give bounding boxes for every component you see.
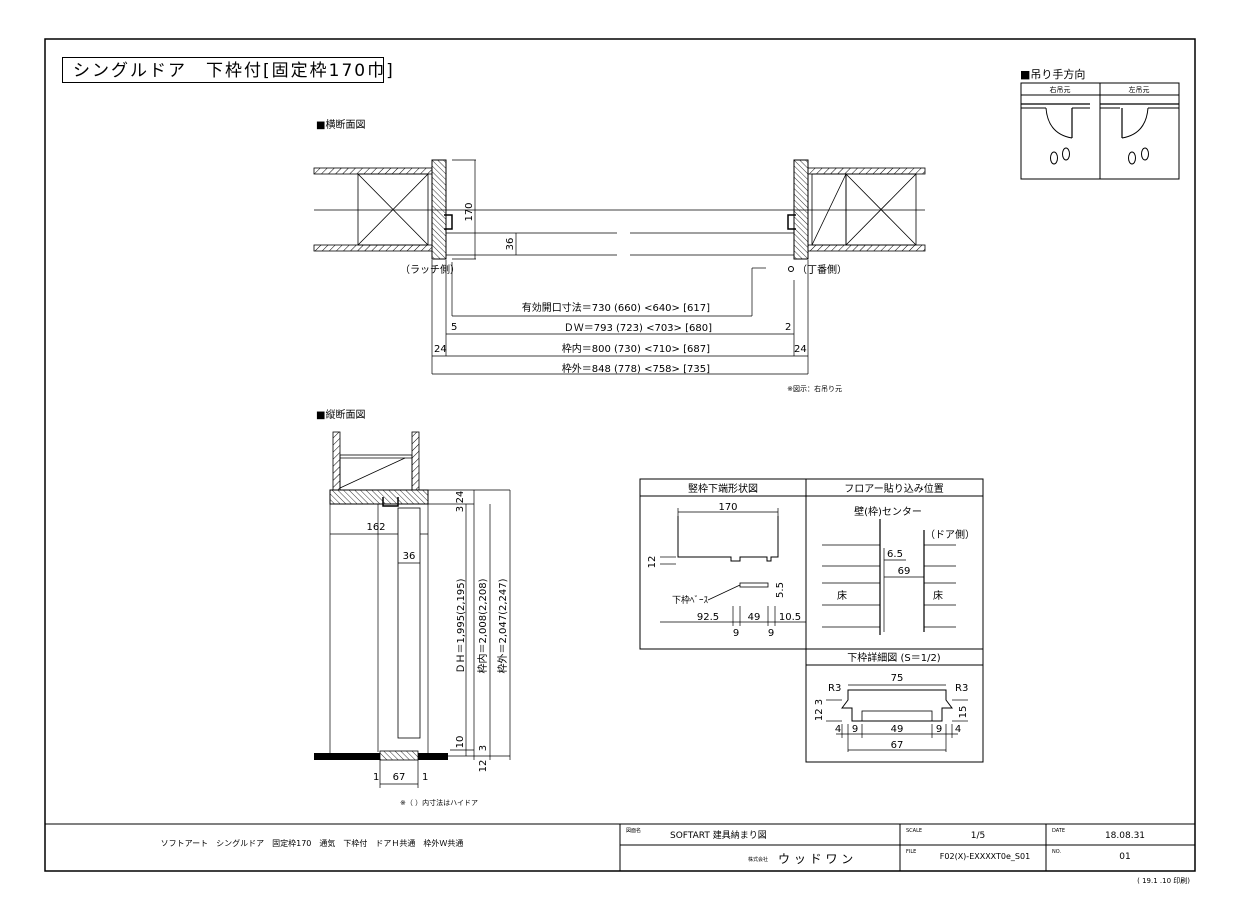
shape-dim-9b: 9	[768, 628, 774, 639]
page-title: シングルドア 下枠付[固定枠170巾]	[62, 57, 393, 83]
hanging-heading: ■吊り手方向	[1020, 67, 1085, 81]
dim-3: 3	[455, 506, 466, 512]
product-description: ソフトアート シングルドア 固定枠170 通気 下枠付 ドアＨ共通 枠外Ｗ共通	[161, 838, 464, 848]
file-label: FILE	[906, 849, 916, 855]
door-side-label: （ドア側）	[925, 528, 975, 541]
hinge-icon	[788, 266, 794, 272]
gap-right-label: 2	[785, 322, 791, 333]
frame-left-label: 24	[434, 344, 447, 355]
drawing-name: SOFTART 建具納まり図	[670, 829, 767, 841]
dim-3b: 3	[478, 745, 489, 751]
shape-dim-170: 170	[718, 502, 737, 513]
floor-position-heading: フロアー貼り込み位置	[844, 482, 943, 495]
hanging-left-label: 左吊元	[1129, 85, 1150, 94]
sill-detail-heading: 下枠詳細図 (S＝1/2)	[847, 651, 941, 664]
sill-dim-75: 75	[891, 673, 904, 684]
date-value: 18.08.31	[1105, 831, 1145, 841]
vertical-outer-dimension: 枠外＝2,047(2,247)	[496, 578, 509, 673]
number-label: NO.	[1052, 849, 1061, 855]
hanging-direction-panel: ■吊り手方向 右吊元 左吊元	[1020, 67, 1180, 180]
floor-dim-6-5: 6.5	[887, 549, 903, 560]
shape-dim-49: 49	[748, 612, 761, 623]
hanging-right-label: 右吊元	[1050, 85, 1071, 94]
frame-depth-label: 170	[464, 202, 475, 221]
detail-panels: 竪枠下端形状図 170 12 下枠ﾍﾞｰｽ 5.5 92.5 49 10.5 9…	[639, 478, 984, 763]
floor-left-label: 床	[837, 589, 847, 602]
hinge-side-label: （丁番側）	[797, 263, 847, 276]
sill-radius-right: R3	[955, 683, 968, 694]
sill-base-label: 下枠ﾍﾞｰｽ	[672, 594, 709, 606]
frame-shape-heading: 竪枠下端形状図	[688, 482, 758, 495]
sill-dim-9b: 9	[936, 724, 942, 735]
dim-1a: 1	[373, 772, 379, 783]
dim-1b: 1	[422, 772, 428, 783]
date-label: DATE	[1052, 828, 1065, 834]
sill-dim-9a: 9	[852, 724, 858, 735]
horizontal-note: ※図示：右吊り元	[787, 384, 842, 393]
drawing-label: 図面名	[626, 827, 641, 834]
vertical-inner-dimension: 枠内＝2,008(2,208)	[476, 578, 489, 673]
sill-dim-12-3: 12 3	[814, 699, 825, 721]
frame-right-label: 24	[794, 344, 807, 355]
dim-10: 10	[455, 736, 466, 749]
scale-label: SCALE	[906, 828, 922, 834]
frame-outer-dimension: 枠外＝848 (778) <758> [735]	[562, 362, 710, 375]
sheet-border	[44, 38, 1196, 872]
sill-dim-67: 67	[891, 740, 904, 751]
frame-inner-dimension: 枠内＝800 (730) <710> [687]	[562, 342, 710, 355]
floor-right-label: 床	[933, 589, 943, 602]
dim-12: 12	[478, 760, 489, 773]
opening-dimension: 有効開口寸法＝730 (660) <640> [617]	[522, 301, 710, 314]
dim-162: 162	[366, 522, 385, 533]
shape-dim-10-5: 10.5	[779, 612, 801, 623]
company-prefix: 株式会社	[748, 856, 768, 863]
latch-side-label: （ラッチ側）	[400, 263, 460, 276]
sill-radius-left: R3	[828, 683, 841, 694]
sill-dim-49: 49	[891, 724, 904, 735]
dim-67: 67	[393, 772, 406, 783]
shape-dim-92-5: 92.5	[697, 612, 719, 623]
vertical-note: ※（ ）内寸法はハイドア	[400, 798, 478, 807]
vertical-section: ■縦断面図 162 36 3 24 ＤＨ＝1,995(2,195) 枠内＝2,0…	[314, 408, 511, 807]
horizontal-heading: ■横断面図	[316, 118, 365, 131]
shape-dim-12: 12	[647, 556, 658, 569]
sill-dim-4b: 4	[955, 724, 961, 735]
sill-dim-4a: 4	[835, 724, 841, 735]
horizontal-section: ■横断面図 170 36 （ラッチ側） （丁番側）	[313, 118, 926, 393]
footprint-icon	[1050, 147, 1070, 165]
wall-center-label: 壁(枠)センター	[854, 505, 922, 518]
dh-dimension: ＤＨ＝1,995(2,195)	[456, 578, 467, 673]
number-value: 01	[1119, 852, 1130, 862]
vertical-heading: ■縦断面図	[316, 408, 365, 421]
title-block: ソフトアート シングルドア 固定枠170 通気 下枠付 ドアＨ共通 枠外Ｗ共通 …	[45, 823, 1195, 885]
gap-left-label: 5	[451, 322, 457, 333]
scale-value: 1/5	[971, 831, 985, 841]
sill-dim-15: 15	[958, 706, 969, 719]
company-name: ウ ッ ド ワ ン	[778, 852, 853, 866]
footprint-icon	[1128, 147, 1149, 165]
dim-24: 24	[455, 491, 466, 504]
dw-dimension: ＤＷ＝793 (723) <703> [680]	[564, 323, 712, 334]
dim-36: 36	[403, 551, 416, 562]
shape-dim-9a: 9	[733, 628, 739, 639]
file-value: F02(X)-EXXXXT0e_S01	[940, 852, 1030, 861]
printed-date: ( 19.1 .10 印刷)	[1137, 877, 1190, 885]
floor-dim-69: 69	[898, 566, 911, 577]
door-thickness-label: 36	[505, 238, 516, 251]
shape-dim-5-5: 5.5	[775, 582, 786, 598]
